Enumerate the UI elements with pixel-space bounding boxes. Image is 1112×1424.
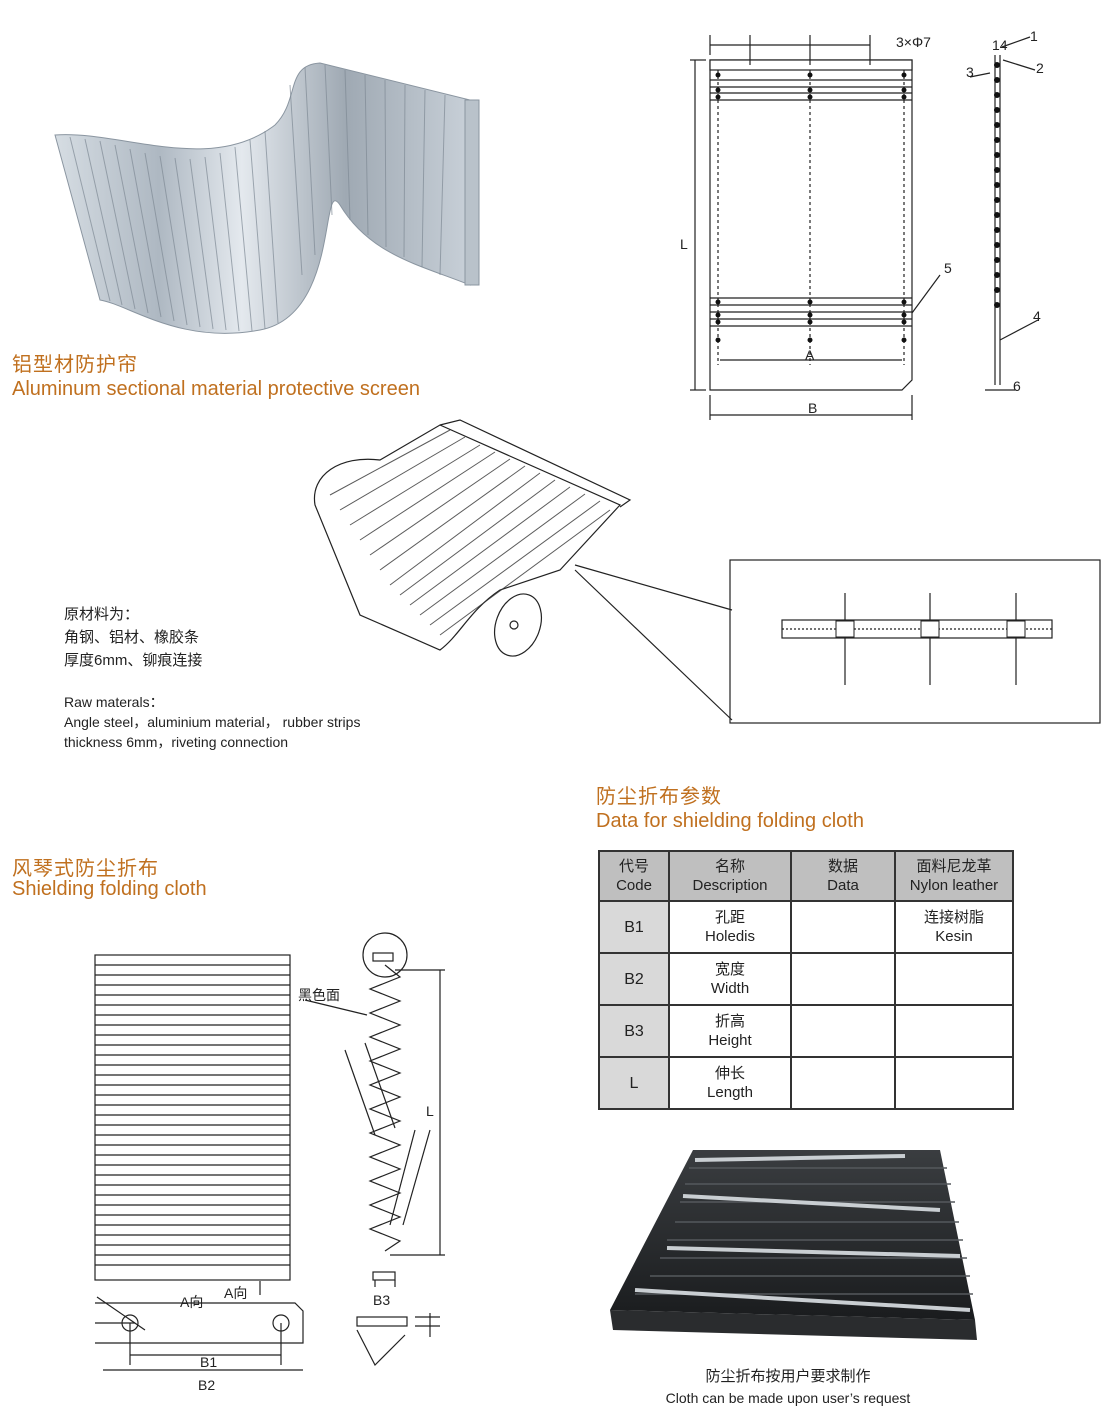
label-n2: 2 bbox=[1036, 60, 1044, 76]
folding-cloth-photo bbox=[610, 1150, 977, 1340]
raw-cn-line2: 角钢、铝材、橡胶条 bbox=[64, 629, 200, 646]
label-B2: B2 bbox=[198, 1377, 216, 1393]
label-n1: 1 bbox=[1030, 28, 1038, 44]
data-title-en: Data for shielding folding cloth bbox=[596, 810, 864, 832]
label-B1: B1 bbox=[200, 1354, 218, 1370]
label-A: A bbox=[805, 347, 815, 363]
aluminum-screen-photo bbox=[54, 62, 480, 334]
shield-title-en: Shielding folding cloth bbox=[12, 878, 207, 900]
row-code: B3 bbox=[598, 1004, 670, 1058]
shield-title-cn: 风琴式防尘折布 bbox=[12, 858, 159, 880]
label-fold-L: L bbox=[426, 1103, 434, 1119]
label-dir-a2: A向 bbox=[224, 1285, 248, 1301]
label-n5: 5 bbox=[944, 260, 952, 276]
label-B: B bbox=[808, 400, 818, 416]
raw-cn-line3: 厚度6mm、铆痕连接 bbox=[64, 652, 203, 669]
label-dir-a1: A向 bbox=[180, 1294, 204, 1310]
row-material bbox=[894, 1004, 1014, 1058]
data-title-cn: 防尘折布参数 bbox=[596, 786, 722, 808]
raw-en-line2: Angle steel，aluminium material， rubber s… bbox=[64, 714, 361, 730]
label-n4: 4 bbox=[1033, 308, 1041, 324]
row-code: B2 bbox=[598, 952, 670, 1006]
dim-holes: 3×Φ7 bbox=[896, 34, 931, 50]
caption-cn: 防尘折布按用户要求制作 bbox=[705, 1368, 871, 1385]
label-black-face: 黑色面 bbox=[298, 987, 340, 1003]
label-B3: B3 bbox=[373, 1292, 391, 1308]
aluminum-title-cn: 铝型材防护帘 bbox=[12, 354, 138, 376]
dim-14: 14 bbox=[992, 37, 1008, 53]
row-code: L bbox=[598, 1056, 670, 1110]
row-material bbox=[894, 952, 1014, 1006]
row-data bbox=[790, 1004, 896, 1058]
row-data bbox=[790, 900, 896, 954]
rolled-screen-drawing bbox=[313, 419, 1101, 724]
aluminum-title-en: Aluminum sectional material protective s… bbox=[12, 378, 420, 400]
raw-en-line3: thickness 6mm，riveting connection bbox=[64, 734, 289, 750]
row-data bbox=[790, 1056, 896, 1110]
row-data bbox=[790, 952, 896, 1006]
label-n6: 6 bbox=[1013, 378, 1021, 394]
raw-cn-line1: 原材料为： bbox=[64, 606, 140, 623]
folding-cloth-drawing bbox=[94, 932, 445, 1371]
screen-technical-drawing bbox=[690, 35, 1039, 420]
row-code: B1 bbox=[598, 900, 670, 954]
raw-en-line1: Raw materals： bbox=[64, 694, 164, 710]
caption-en: Cloth can be made upon user’s request bbox=[665, 1390, 911, 1406]
label-L: L bbox=[680, 236, 688, 252]
label-n3: 3 bbox=[966, 64, 974, 80]
row-material bbox=[894, 1056, 1014, 1110]
